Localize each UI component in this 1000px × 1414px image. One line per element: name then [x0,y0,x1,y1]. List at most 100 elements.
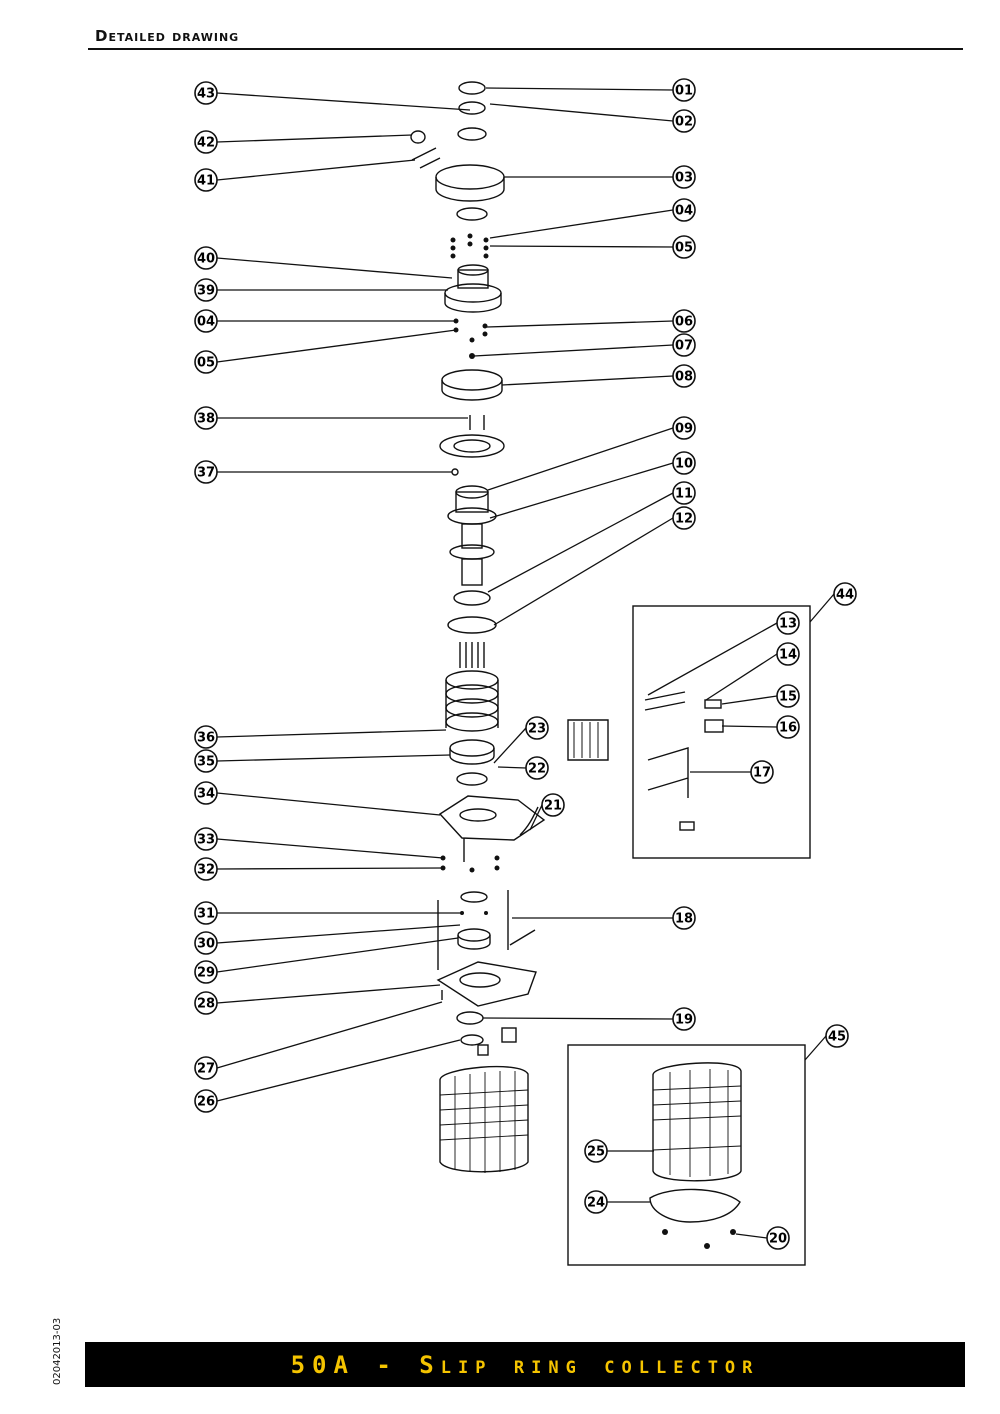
callout-right-circle-19 [672,1007,696,1031]
callout-inset45-label-20: 20 [769,1232,787,1247]
callout-left-leader-28 [216,984,441,1004]
callout-left-label-31: 31 [197,907,215,922]
callout-right-circle-22 [525,756,549,780]
callout-left-circle-39 [194,278,218,302]
callout-right-leader-08 [501,375,674,386]
header-divider [88,48,963,50]
callout-inset44-label-15: 15 [779,690,797,705]
callout-left-label-43: 43 [197,87,215,102]
callout-left-circle-26 [194,1089,218,1113]
callout-right-circle-11 [672,481,696,505]
callout-inset44-label-13: 13 [779,617,797,632]
callout-left-label-37: 37 [197,466,215,481]
inset-circle-45 [825,1024,849,1048]
callout-right-leader-12 [493,517,674,626]
callout-right-leader-02 [489,103,674,122]
part-lid-side [435,177,505,202]
inset-label-45: 45 [828,1030,846,1045]
callout-right-circle-02 [672,109,696,133]
callout-left-label-33: 33 [197,833,215,848]
callout-right-circle-09 [672,416,696,440]
callout-left-label-34: 34 [197,787,215,802]
inset-box-44 [632,605,811,859]
document-code: 02042013-03 [52,1317,63,1385]
callout-left-circle-34 [194,781,218,805]
callout-right-label-22: 22 [528,762,546,777]
callout-left-leader-43 [216,92,471,111]
callout-inset45-circle-20 [766,1226,790,1250]
callout-left-circle-28 [194,991,218,1015]
callout-inset44-circle-13 [776,611,800,635]
callout-left-leader-34 [216,792,441,816]
callout-right-leader-07 [473,344,674,357]
callout-left-label-36: 36 [197,731,215,746]
callout-right-label-11: 11 [675,487,693,502]
callout-left-label-40: 40 [197,252,215,267]
callout-right-leader-23 [493,727,527,764]
callout-right-label-04: 04 [675,204,693,219]
callout-right-circle-04 [672,198,696,222]
inset-leader-45 [804,1035,827,1061]
callout-inset45-leader-20 [735,1233,768,1239]
callout-right-leader-11 [487,492,674,593]
callout-right-circle-03 [672,165,696,189]
callout-left-label-05: 05 [197,356,215,371]
callout-right-circle-07 [672,333,696,357]
callout-inset45-label-25: 25 [587,1145,605,1160]
callout-left-circle-43 [194,81,218,105]
callout-left-leader-30 [216,924,461,944]
callout-inset44-leader-13 [647,622,778,696]
callout-right-circle-18 [672,906,696,930]
callout-left-circle-05 [194,350,218,374]
callout-right-label-06: 06 [675,315,693,330]
callout-right-leader-01 [485,87,674,91]
callout-right-label-21: 21 [544,799,562,814]
part-ring [457,127,487,141]
callout-left-label-29: 29 [197,966,215,981]
callout-left-leader-36 [216,729,447,738]
callout-right-circle-12 [672,506,696,530]
callout-inset44-circle-17 [750,760,774,784]
callout-inset44-leader-15 [721,695,778,705]
callout-left-label-04: 04 [197,315,215,330]
callout-right-leader-06 [486,320,674,328]
callout-left-circle-37 [194,460,218,484]
inset-leader-44 [809,593,835,623]
callout-right-label-07: 07 [675,339,693,354]
callout-left-circle-27 [194,1056,218,1080]
callout-right-circle-01 [672,78,696,102]
callout-inset44-leader-14 [705,653,778,701]
callout-left-label-27: 27 [197,1062,215,1077]
callout-right-label-05: 05 [675,241,693,256]
callout-right-circle-06 [672,309,696,333]
inset-box-45 [567,1044,806,1266]
callout-left-label-35: 35 [197,755,215,770]
callout-right-label-23: 23 [528,722,546,737]
callout-right-leader-05 [489,245,674,248]
part-nut [458,101,486,115]
callout-right-label-01: 01 [675,84,693,99]
callout-left-circle-30 [194,931,218,955]
part-bracket [411,147,441,169]
callout-left-label-39: 39 [197,284,215,299]
callout-right-label-12: 12 [675,512,693,527]
callout-right-leader-09 [487,427,674,491]
callout-left-circle-35 [194,749,218,773]
callout-left-circle-31 [194,901,218,925]
callout-left-label-42: 42 [197,136,215,151]
callout-left-label-30: 30 [197,937,215,952]
callout-left-leader-26 [216,1039,461,1102]
callout-left-circle-36 [194,725,218,749]
callout-inset44-label-16: 16 [779,721,797,736]
callout-right-label-18: 18 [675,912,693,927]
callout-left-circle-38 [194,406,218,430]
callout-left-label-32: 32 [197,863,215,878]
callout-left-circle-29 [194,960,218,984]
callout-right-circle-23 [525,716,549,740]
callout-left-leader-05 [216,329,457,363]
callout-left-label-41: 41 [197,174,215,189]
callout-left-circle-32 [194,857,218,881]
callout-right-label-19: 19 [675,1013,693,1028]
inset-circle-44 [833,582,857,606]
callout-left-leader-29 [216,937,459,973]
